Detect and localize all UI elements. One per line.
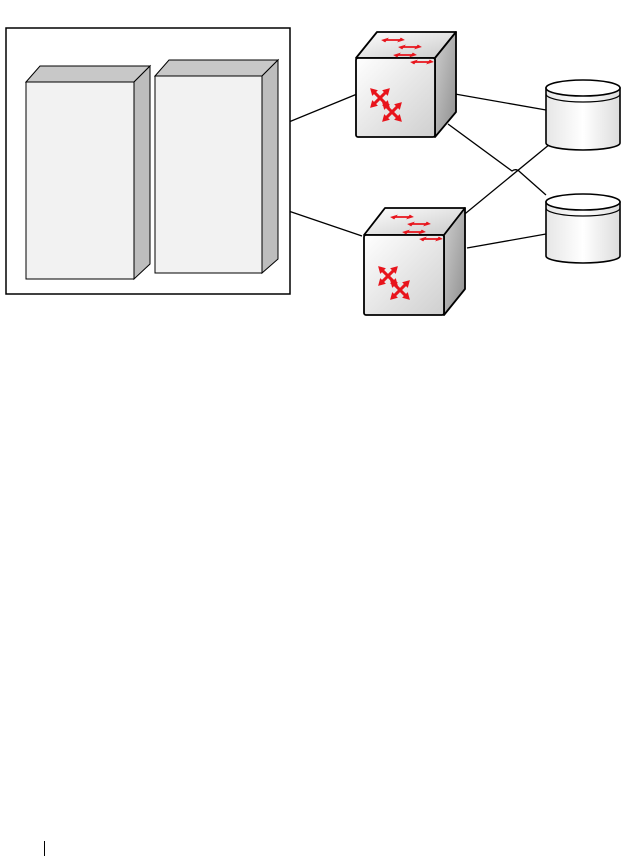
- switch-2: [364, 208, 465, 315]
- database-cylinder-icon: [546, 194, 620, 263]
- storage-2: [546, 194, 620, 263]
- storage-1: [546, 80, 620, 150]
- switch-1: [356, 32, 456, 137]
- link-switch2-storage1: [455, 144, 550, 222]
- server-node-2: [155, 60, 278, 273]
- database-cylinder-icon: [546, 80, 620, 150]
- link-switch2-storage2: [467, 234, 546, 248]
- page-footer-rule: [44, 841, 45, 856]
- link-switch1-storage1: [455, 94, 546, 110]
- server-node-1: [26, 66, 150, 279]
